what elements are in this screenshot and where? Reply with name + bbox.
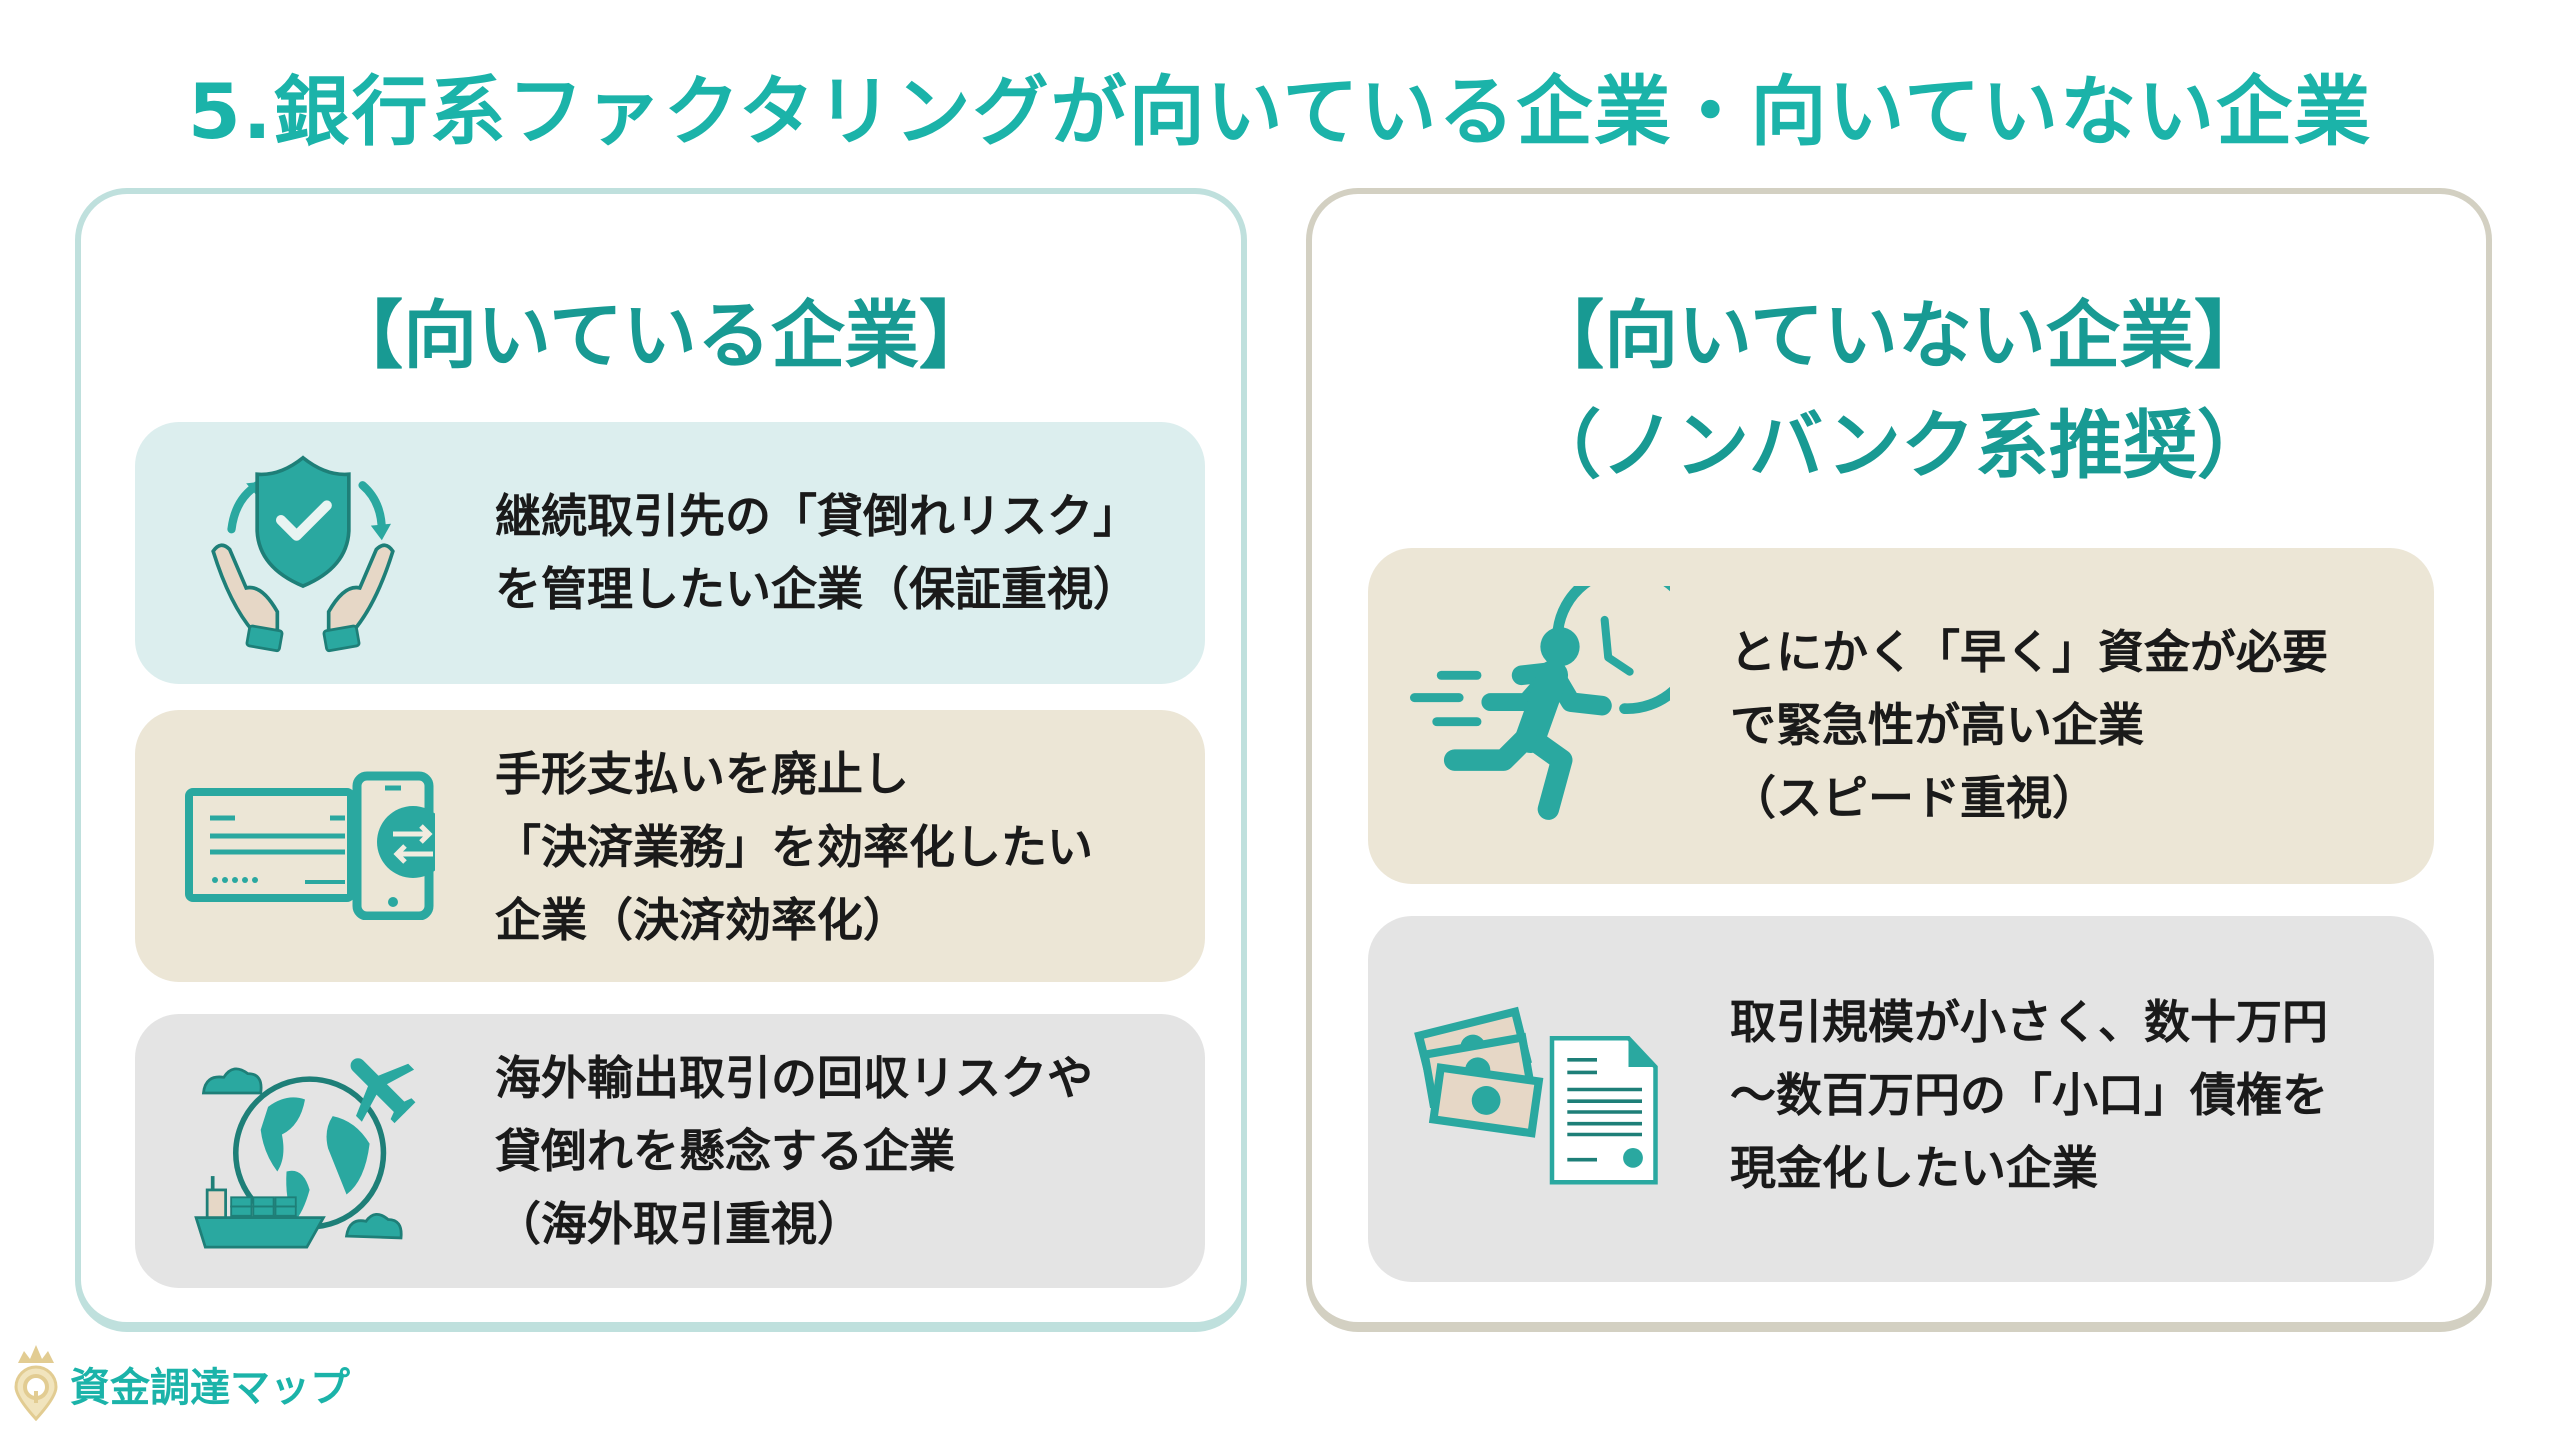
suitable-companies-panel: 【向いている企業】 継続取引先の「貸倒れリスク」 を管理したい企業（保証重視） (75, 188, 1247, 1332)
unsuitable-companies-panel: 【向いていない企業】 （ノンバンク系推奨） とにかく「早く」資金が必要 で緊急性… (1306, 188, 2492, 1332)
nonbank-recommended-subheading: （ノンバンク系推奨） (1527, 403, 2271, 489)
running-clock-icon (1400, 564, 1702, 836)
card-text: とにかく「早く」資金が必要 で緊急性が高い企業 （スピード重視） (1730, 625, 2328, 825)
globe-trade-icon (185, 1042, 425, 1264)
unsuitable-heading: 【向いていない企業】 (1530, 293, 2268, 379)
card-text: 海外輸出取引の回収リスクや 貸倒れを懸念する企業 （海外取引重視） (495, 1051, 1093, 1251)
suitable-heading: 【向いている企業】 (329, 293, 993, 379)
shield-hands-icon (193, 444, 413, 664)
suitable-card-guarantee: 継続取引先の「貸倒れリスク」 を管理したい企業（保証重視） (135, 422, 1205, 684)
suitable-card-overseas: 海外輸出取引の回収リスクや 貸倒れを懸念する企業 （海外取引重視） (135, 1014, 1205, 1288)
suitable-card-settlement: 手形支払いを廃止し 「決済業務」を効率化したい 企業（決済効率化） (135, 710, 1205, 982)
brand-name: 資金調達マップ (70, 1365, 350, 1411)
page-title: 5.銀行系ファクタリングが向いている企業・向いていない企業 (187, 67, 2373, 156)
card-text: 継続取引先の「貸倒れリスク」 を管理したい企業（保証重視） (495, 489, 1139, 616)
cheque-phone-transfer-icon (185, 770, 449, 921)
crown-pin-icon (12, 1343, 60, 1425)
money-document-icon (1408, 992, 1678, 1196)
brand-logo[interactable]: 資金調達マップ (12, 1345, 350, 1423)
unsuitable-card-speed: とにかく「早く」資金が必要 で緊急性が高い企業 （スピード重視） (1368, 548, 2434, 884)
unsuitable-card-small-lot: 取引規模が小さく、数十万円 ～数百万円の「小口」債権を 現金化したい企業 (1368, 916, 2434, 1282)
card-text: 手形支払いを廃止し 「決済業務」を効率化したい 企業（決済効率化） (495, 747, 1093, 947)
card-text: 取引規模が小さく、数十万円 ～数百万円の「小口」債権を 現金化したい企業 (1730, 995, 2328, 1195)
